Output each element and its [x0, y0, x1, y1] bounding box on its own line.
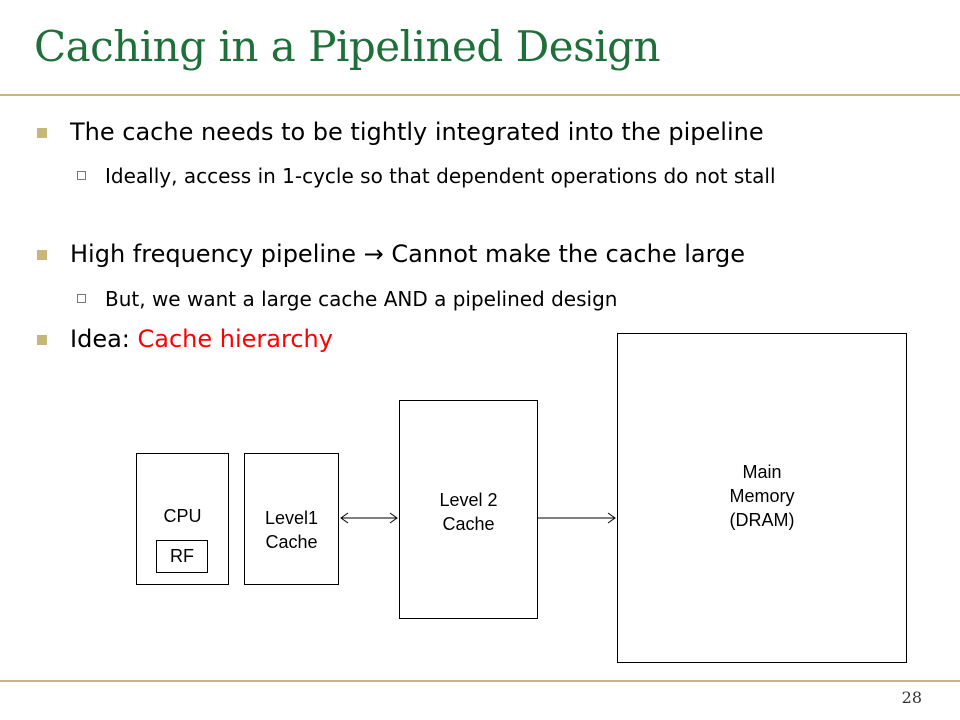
square-bullet-icon [37, 128, 47, 138]
main-memory-label-line1: Main [742, 462, 782, 482]
main-memory-label: Main Memory (DRAM) [617, 460, 907, 532]
footer-divider [0, 680, 960, 682]
bullet-item: The cache needs to be tightly integrated… [37, 118, 764, 146]
sub-bullet-item: Ideally, access in 1-cycle so that depen… [77, 161, 905, 191]
cpu-label: CPU [163, 506, 202, 526]
bullet-text: High frequency pipeline → Cannot make th… [70, 240, 746, 268]
page-number: 28 [901, 688, 922, 707]
rf-label: RF [170, 546, 194, 566]
l1-l2-bidirectional-arrow [340, 512, 398, 524]
sub-bullet-text: Ideally, access in 1-cycle so that depen… [105, 164, 776, 188]
level2-cache-label-line1: Level 2 [439, 490, 498, 510]
sub-bullet-text: But, we want a large cache AND a pipelin… [105, 287, 618, 311]
square-bullet-icon [37, 250, 47, 260]
bullet-item: High frequency pipeline → Cannot make th… [37, 240, 746, 268]
level2-cache-label-line2: Cache [442, 514, 495, 534]
hollow-square-bullet-icon [77, 294, 86, 303]
main-memory-label-line3: (DRAM) [729, 510, 795, 530]
main-memory-box [617, 333, 907, 663]
l2-memory-arrow [538, 512, 616, 524]
bullet-text-prefix: Idea: [70, 325, 138, 353]
square-bullet-icon [37, 335, 47, 345]
slide-title: Caching in a Pipelined Design [34, 22, 661, 71]
level1-cache-box [244, 453, 339, 585]
bullet-item: Idea: Cache hierarchy [37, 325, 333, 353]
bullet-highlight: Cache hierarchy [137, 325, 333, 353]
level1-cache-label-line2: Cache [265, 532, 318, 552]
level1-cache-label-line1: Level1 [264, 508, 319, 528]
bullet-text: The cache needs to be tightly integrated… [70, 118, 764, 146]
sub-bullet-item: But, we want a large cache AND a pipelin… [77, 284, 618, 314]
level1-cache-label: Level1 Cache [244, 506, 339, 554]
main-memory-label-line2: Memory [729, 486, 795, 506]
title-divider [0, 94, 960, 96]
rf-box [156, 540, 208, 573]
bullet-list: The cache needs to be tightly integrated… [37, 118, 905, 353]
level2-cache-box [399, 400, 538, 619]
hollow-square-bullet-icon [77, 171, 86, 180]
level2-cache-label: Level 2 Cache [399, 488, 538, 536]
